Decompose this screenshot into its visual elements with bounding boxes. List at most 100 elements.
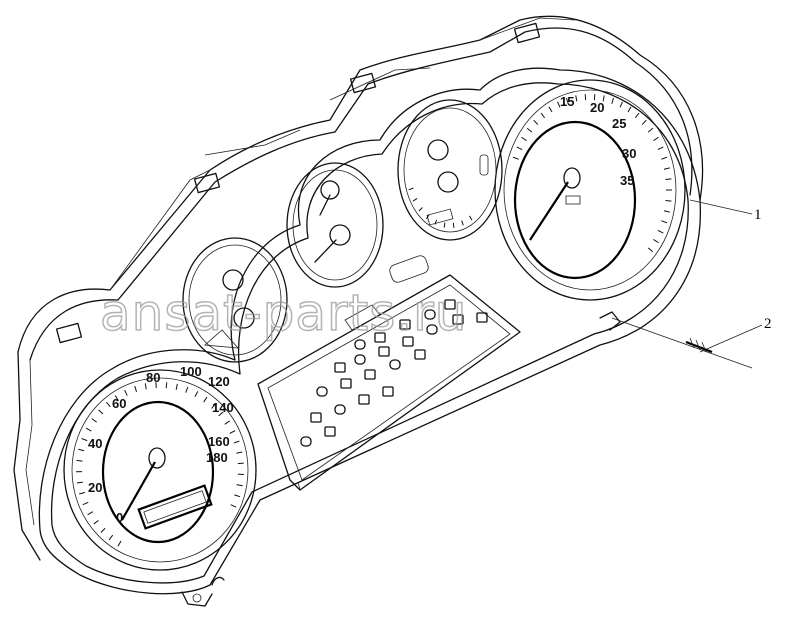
speedo-label-160: 160 bbox=[208, 434, 230, 449]
tacho-tick bbox=[665, 178, 672, 181]
mid-tick bbox=[469, 215, 473, 221]
mid-tick bbox=[461, 220, 464, 226]
speedo-tick bbox=[175, 383, 178, 390]
small-gauges bbox=[182, 99, 503, 363]
speedo-tick bbox=[76, 481, 83, 484]
speedo-label-140: 140 bbox=[212, 400, 234, 415]
warning-lamp-icon bbox=[389, 359, 401, 370]
warning-lamp-icon bbox=[399, 319, 411, 330]
speedo-label-40: 40 bbox=[88, 436, 102, 451]
mid-tick bbox=[408, 187, 414, 191]
tacho-tick bbox=[657, 229, 664, 234]
gauge-d-hub bbox=[427, 139, 449, 161]
speedo-tick bbox=[236, 451, 243, 454]
speedo-tick bbox=[211, 403, 216, 409]
speedo-tick bbox=[82, 501, 89, 506]
speedo-tick bbox=[230, 504, 237, 508]
cluster-housing bbox=[13, 15, 704, 607]
odometer-window bbox=[137, 484, 213, 530]
tacho-tick bbox=[548, 106, 553, 113]
tacho-small-label bbox=[565, 195, 581, 205]
tacho-hub bbox=[563, 167, 581, 189]
tacho-tick bbox=[575, 95, 578, 102]
warning-lamp-icon bbox=[414, 349, 426, 360]
tacho-tick bbox=[526, 127, 533, 133]
warning-lamp-icon bbox=[426, 324, 438, 335]
speedo-tick bbox=[134, 385, 138, 392]
tacho-tick bbox=[665, 199, 672, 202]
tacho-tick bbox=[521, 136, 527, 141]
callout-1: 1 bbox=[689, 199, 762, 223]
speedo-tick bbox=[100, 527, 106, 533]
speedo-tick bbox=[117, 540, 122, 547]
warning-lamp-icon bbox=[334, 404, 346, 415]
speedo-tick bbox=[185, 386, 189, 393]
warning-lamp-icon bbox=[444, 299, 456, 310]
callout-2: 2 bbox=[611, 316, 772, 369]
tachometer-dial: 15 20 25 30 35 bbox=[494, 79, 686, 301]
tacho-tick bbox=[661, 156, 668, 160]
tacho-tick bbox=[663, 210, 670, 213]
warning-lamp-icon bbox=[378, 346, 390, 357]
gauge-c-hub bbox=[329, 224, 351, 246]
watermark: ansat-parts.ru bbox=[100, 284, 467, 342]
warning-lamp-icon bbox=[310, 412, 322, 423]
speedo-tick bbox=[85, 427, 92, 432]
speedo-tick bbox=[194, 391, 199, 397]
temp-gauge-hub bbox=[233, 307, 255, 329]
speedo-tick bbox=[108, 534, 114, 541]
mid-tick bbox=[443, 222, 446, 228]
speedometer-dial: 0 20 40 60 80 100 120 140 160 180 bbox=[63, 364, 257, 571]
callout-label-2: 2 bbox=[764, 316, 772, 332]
speedo-needle bbox=[121, 461, 156, 521]
tacho-label-35: 35 bbox=[620, 173, 634, 188]
warning-lamp-icon bbox=[354, 354, 366, 365]
speedo-tick bbox=[203, 396, 208, 403]
speedo-label-100: 100 bbox=[180, 364, 202, 379]
tacho-tick bbox=[516, 146, 523, 151]
speedo-tick bbox=[229, 430, 236, 434]
speedo-label-80: 80 bbox=[146, 370, 160, 385]
warning-lamp-icon bbox=[364, 369, 376, 380]
tacho-tick bbox=[619, 101, 623, 108]
speedo-label-20: 20 bbox=[88, 480, 102, 495]
gauge-e-hub bbox=[437, 171, 459, 193]
callout-label-1: 1 bbox=[754, 207, 762, 223]
tacho-label-15: 15 bbox=[560, 94, 574, 109]
speedo-tick bbox=[106, 401, 111, 408]
mid-tick bbox=[434, 219, 438, 225]
warning-lamp-icon bbox=[476, 312, 488, 323]
tacho-tick bbox=[657, 146, 664, 151]
tacho-tick bbox=[512, 156, 519, 160]
tacho-tick bbox=[647, 127, 654, 133]
tacho-tick bbox=[653, 239, 659, 244]
speedo-tick bbox=[87, 511, 94, 516]
speedo-tick bbox=[81, 438, 88, 442]
speedo-label-0: 0 bbox=[116, 510, 123, 525]
warning-lamp-icon bbox=[334, 362, 346, 373]
warning-lamp-icon bbox=[324, 426, 336, 437]
tacho-tick bbox=[602, 95, 605, 102]
warning-lamp-icon bbox=[374, 332, 386, 343]
speedo-tick bbox=[234, 494, 241, 498]
speedo-label-60: 60 bbox=[112, 396, 126, 411]
tacho-tick bbox=[653, 136, 659, 141]
tacho-tick bbox=[533, 119, 539, 125]
warning-lamp-icon bbox=[316, 386, 328, 397]
speedo-tick bbox=[91, 418, 97, 423]
speedo-tick bbox=[124, 389, 128, 396]
gauge-b-hub bbox=[320, 180, 340, 200]
warning-lamp-icon bbox=[358, 394, 370, 405]
tacho-tick bbox=[611, 97, 614, 104]
tacho-tick bbox=[661, 220, 668, 224]
tacho-tick bbox=[566, 97, 569, 104]
speedo-label-180: 180 bbox=[206, 450, 228, 465]
tacho-tick bbox=[540, 112, 546, 119]
warning-lamp-icon bbox=[354, 339, 366, 350]
tacho-tick bbox=[557, 101, 561, 108]
tacho-tick bbox=[634, 112, 640, 119]
tacho-label-25: 25 bbox=[612, 116, 626, 131]
fuel-gauge-hub bbox=[222, 269, 244, 291]
speedo-tick bbox=[218, 411, 224, 417]
